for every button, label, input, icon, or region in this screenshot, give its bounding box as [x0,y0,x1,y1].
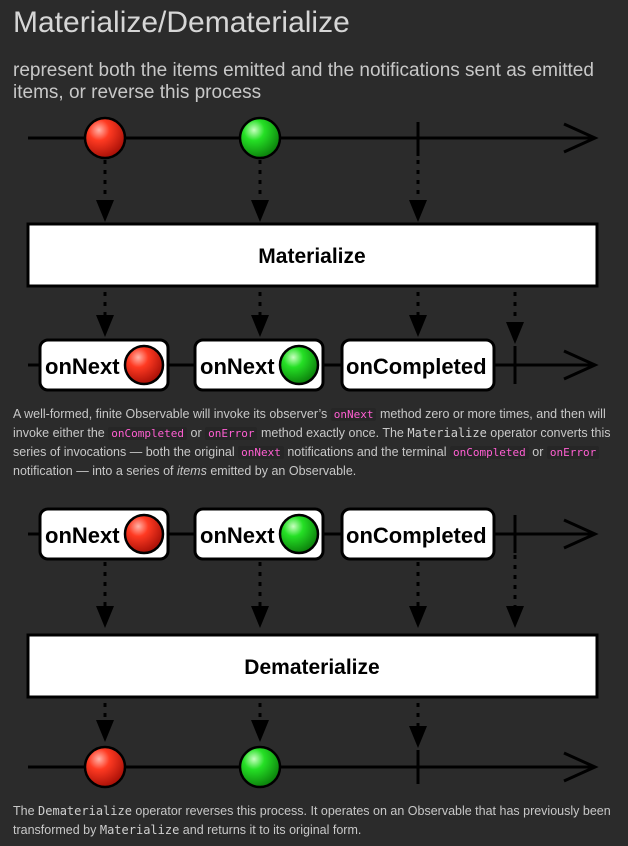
materialize-description: A well-formed, finite Observable will in… [13,407,611,478]
materialize-diagram: Materialize onNext onNext onCompleted [26,116,599,392]
notification-onnext-2: onNext [193,338,325,392]
green-marble [238,745,282,789]
notification-oncompleted: onCompleted [340,338,496,392]
green-marble [278,344,320,386]
page-title: Materialize/Dematerialize [13,6,350,39]
red-marble [83,745,127,789]
notification-onnext-1: onNext [38,338,170,392]
page-subtitle: represent both the items emitted and the… [13,60,594,103]
dematerialize-description: The Dematerialize operator reverses this… [13,804,611,837]
notification-onnext-1: onNext [38,507,170,561]
svg-text:onNext: onNext [45,523,120,548]
dematerialize-diagram: onNext onNext onCompleted Dematerialize [26,507,599,789]
svg-text:onNext: onNext [200,354,275,379]
notification-onnext-2: onNext [193,507,325,561]
notification-oncompleted: onCompleted [340,507,496,561]
operator-label: Dematerialize [244,656,379,679]
green-marble [278,513,320,555]
svg-text:onNext: onNext [45,354,120,379]
svg-text:onNext: onNext [200,523,275,548]
dematerialize-operator-box: Dematerialize [26,633,599,699]
green-marble [238,116,282,160]
svg-text:onCompleted: onCompleted [346,354,487,379]
operator-label: Materialize [258,245,365,268]
red-marble [83,116,127,160]
red-marble [123,513,165,555]
input-arrows [103,160,420,202]
materialize-operator-box: Materialize [26,222,599,288]
svg-text:onCompleted: onCompleted [346,523,487,548]
red-marble [123,344,165,386]
